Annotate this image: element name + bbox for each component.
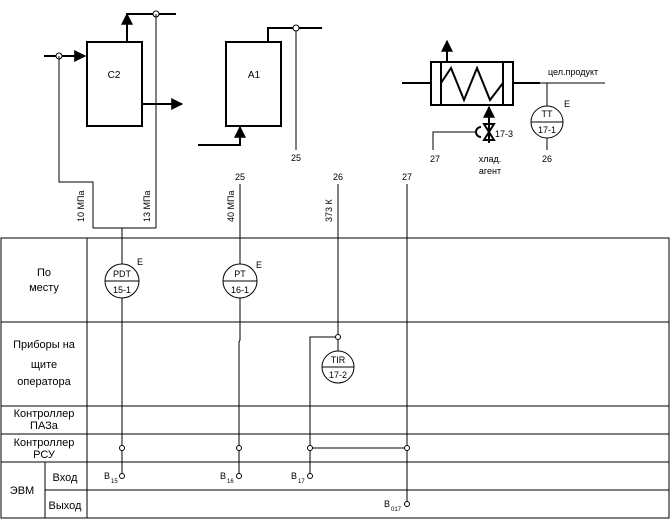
coolant-label-line2: агент xyxy=(479,166,501,176)
pdt-mark: E xyxy=(137,257,143,267)
signal-labels: 25 26 27 10 МПа 13 МПа 40 МПа 373 К xyxy=(76,172,412,222)
pressure-10-label: 10 МПа xyxy=(76,191,86,222)
output-27-group: B 017 xyxy=(312,184,410,513)
table-frame xyxy=(0,237,670,519)
column-c2: C2 xyxy=(44,10,184,264)
pdt-code: PDT xyxy=(113,269,132,279)
valve-tag: 17-3 xyxy=(495,129,513,139)
tir-tag: 17-2 xyxy=(329,370,347,380)
b017-output-node xyxy=(404,501,410,507)
pdt-rsu-node xyxy=(119,445,125,451)
b16-letter: B xyxy=(220,471,226,481)
temperature-373-label: 373 К xyxy=(324,198,334,222)
apparatus-a1: A1 25 xyxy=(198,24,322,163)
pt-code: PT xyxy=(234,269,246,279)
tir-rsu-node xyxy=(307,445,313,451)
row-panel-label-2: щите xyxy=(31,359,57,371)
connection-25-upper: 25 xyxy=(291,153,301,163)
column-c2-label: C2 xyxy=(108,70,121,81)
tt-mark: E xyxy=(564,99,570,109)
connection-27-upper: 27 xyxy=(430,154,440,164)
b15-letter: B xyxy=(104,471,110,481)
apparatus-a1-body xyxy=(225,41,282,127)
row-local-label-1: По xyxy=(37,267,51,279)
tt-code: TT xyxy=(542,109,553,119)
connection-27-lower: 27 xyxy=(402,172,412,182)
c2-top-outlet xyxy=(126,13,176,42)
a1-top-tap xyxy=(292,24,300,32)
tir-bypass-line xyxy=(309,336,335,474)
pt-instrument-group: PT 16-1 E B 16 xyxy=(220,184,262,485)
b017-letter: B xyxy=(384,499,390,509)
pt-rsu-node xyxy=(236,445,242,451)
valve-bottom-triangle xyxy=(482,130,496,141)
row-paz-label-2: ПАЗа xyxy=(30,420,59,432)
b15-input-node xyxy=(119,473,125,479)
row-panel-label-3: оператора xyxy=(17,376,71,388)
instrument-table: По месту Приборы на щите оператора Контр… xyxy=(0,237,670,519)
column-c2-body xyxy=(86,41,143,127)
row-paz-label-1: Контроллер xyxy=(14,408,75,420)
c2-impulse-line-bottom xyxy=(58,56,94,228)
tir-instrument-group: TIR 17-2 B 17 xyxy=(291,184,355,485)
tir-code: TIR xyxy=(331,355,346,365)
heat-exchanger-body xyxy=(430,61,514,106)
a1-top-outlet xyxy=(267,27,322,42)
valve-actuator-icon xyxy=(475,126,482,138)
b16-input-node xyxy=(236,473,242,479)
pressure-40-label: 40 МПа xyxy=(226,191,236,222)
a1-feed-line xyxy=(198,128,241,146)
temperature-branch-node xyxy=(335,334,341,340)
pressure-13-label: 13 МПа xyxy=(142,191,152,222)
heat-exchanger-coil xyxy=(440,65,504,103)
apparatus-a1-label: A1 xyxy=(248,70,261,81)
valve-actuator-line xyxy=(432,131,476,150)
b17-sub: 17 xyxy=(298,479,305,485)
row-evm-label: ЭВМ xyxy=(10,485,34,497)
pdt-instrument-group: PDT 15-1 E B 15 xyxy=(104,257,143,485)
pdt-tag: 15-1 xyxy=(113,285,131,295)
b017-sub: 017 xyxy=(391,507,402,513)
b17-letter: B xyxy=(291,471,297,481)
connection-26-lower: 26 xyxy=(333,172,343,182)
tt-tag: 17-1 xyxy=(538,125,556,135)
heat-exchanger: 17-3 27 хлад. агент цел.продукт TT 17-1 … xyxy=(402,39,605,176)
product-label: цел.продукт xyxy=(548,67,598,77)
valve-top-triangle xyxy=(482,123,496,134)
b15-sub: 15 xyxy=(111,479,118,485)
connection-26-upper: 26 xyxy=(542,154,552,164)
valve-rsu-node xyxy=(404,445,410,451)
b17-input-node xyxy=(307,473,313,479)
connection-25-lower: 25 xyxy=(235,172,245,182)
pt-tag: 16-1 xyxy=(231,285,249,295)
row-rsu-label-2: РСУ xyxy=(33,449,56,461)
row-local-label-2: месту xyxy=(29,282,59,294)
row-input-label: Вход xyxy=(53,472,78,484)
row-panel-label-1: Приборы на xyxy=(13,339,76,351)
row-rsu-label-1: Контроллер xyxy=(14,437,75,449)
pt-mark: E xyxy=(256,260,262,270)
coolant-label-line1: хлад. xyxy=(479,154,502,164)
b16-sub: 16 xyxy=(227,479,234,485)
pt-signal-line xyxy=(238,298,241,474)
row-output-label: Выход xyxy=(49,500,82,512)
